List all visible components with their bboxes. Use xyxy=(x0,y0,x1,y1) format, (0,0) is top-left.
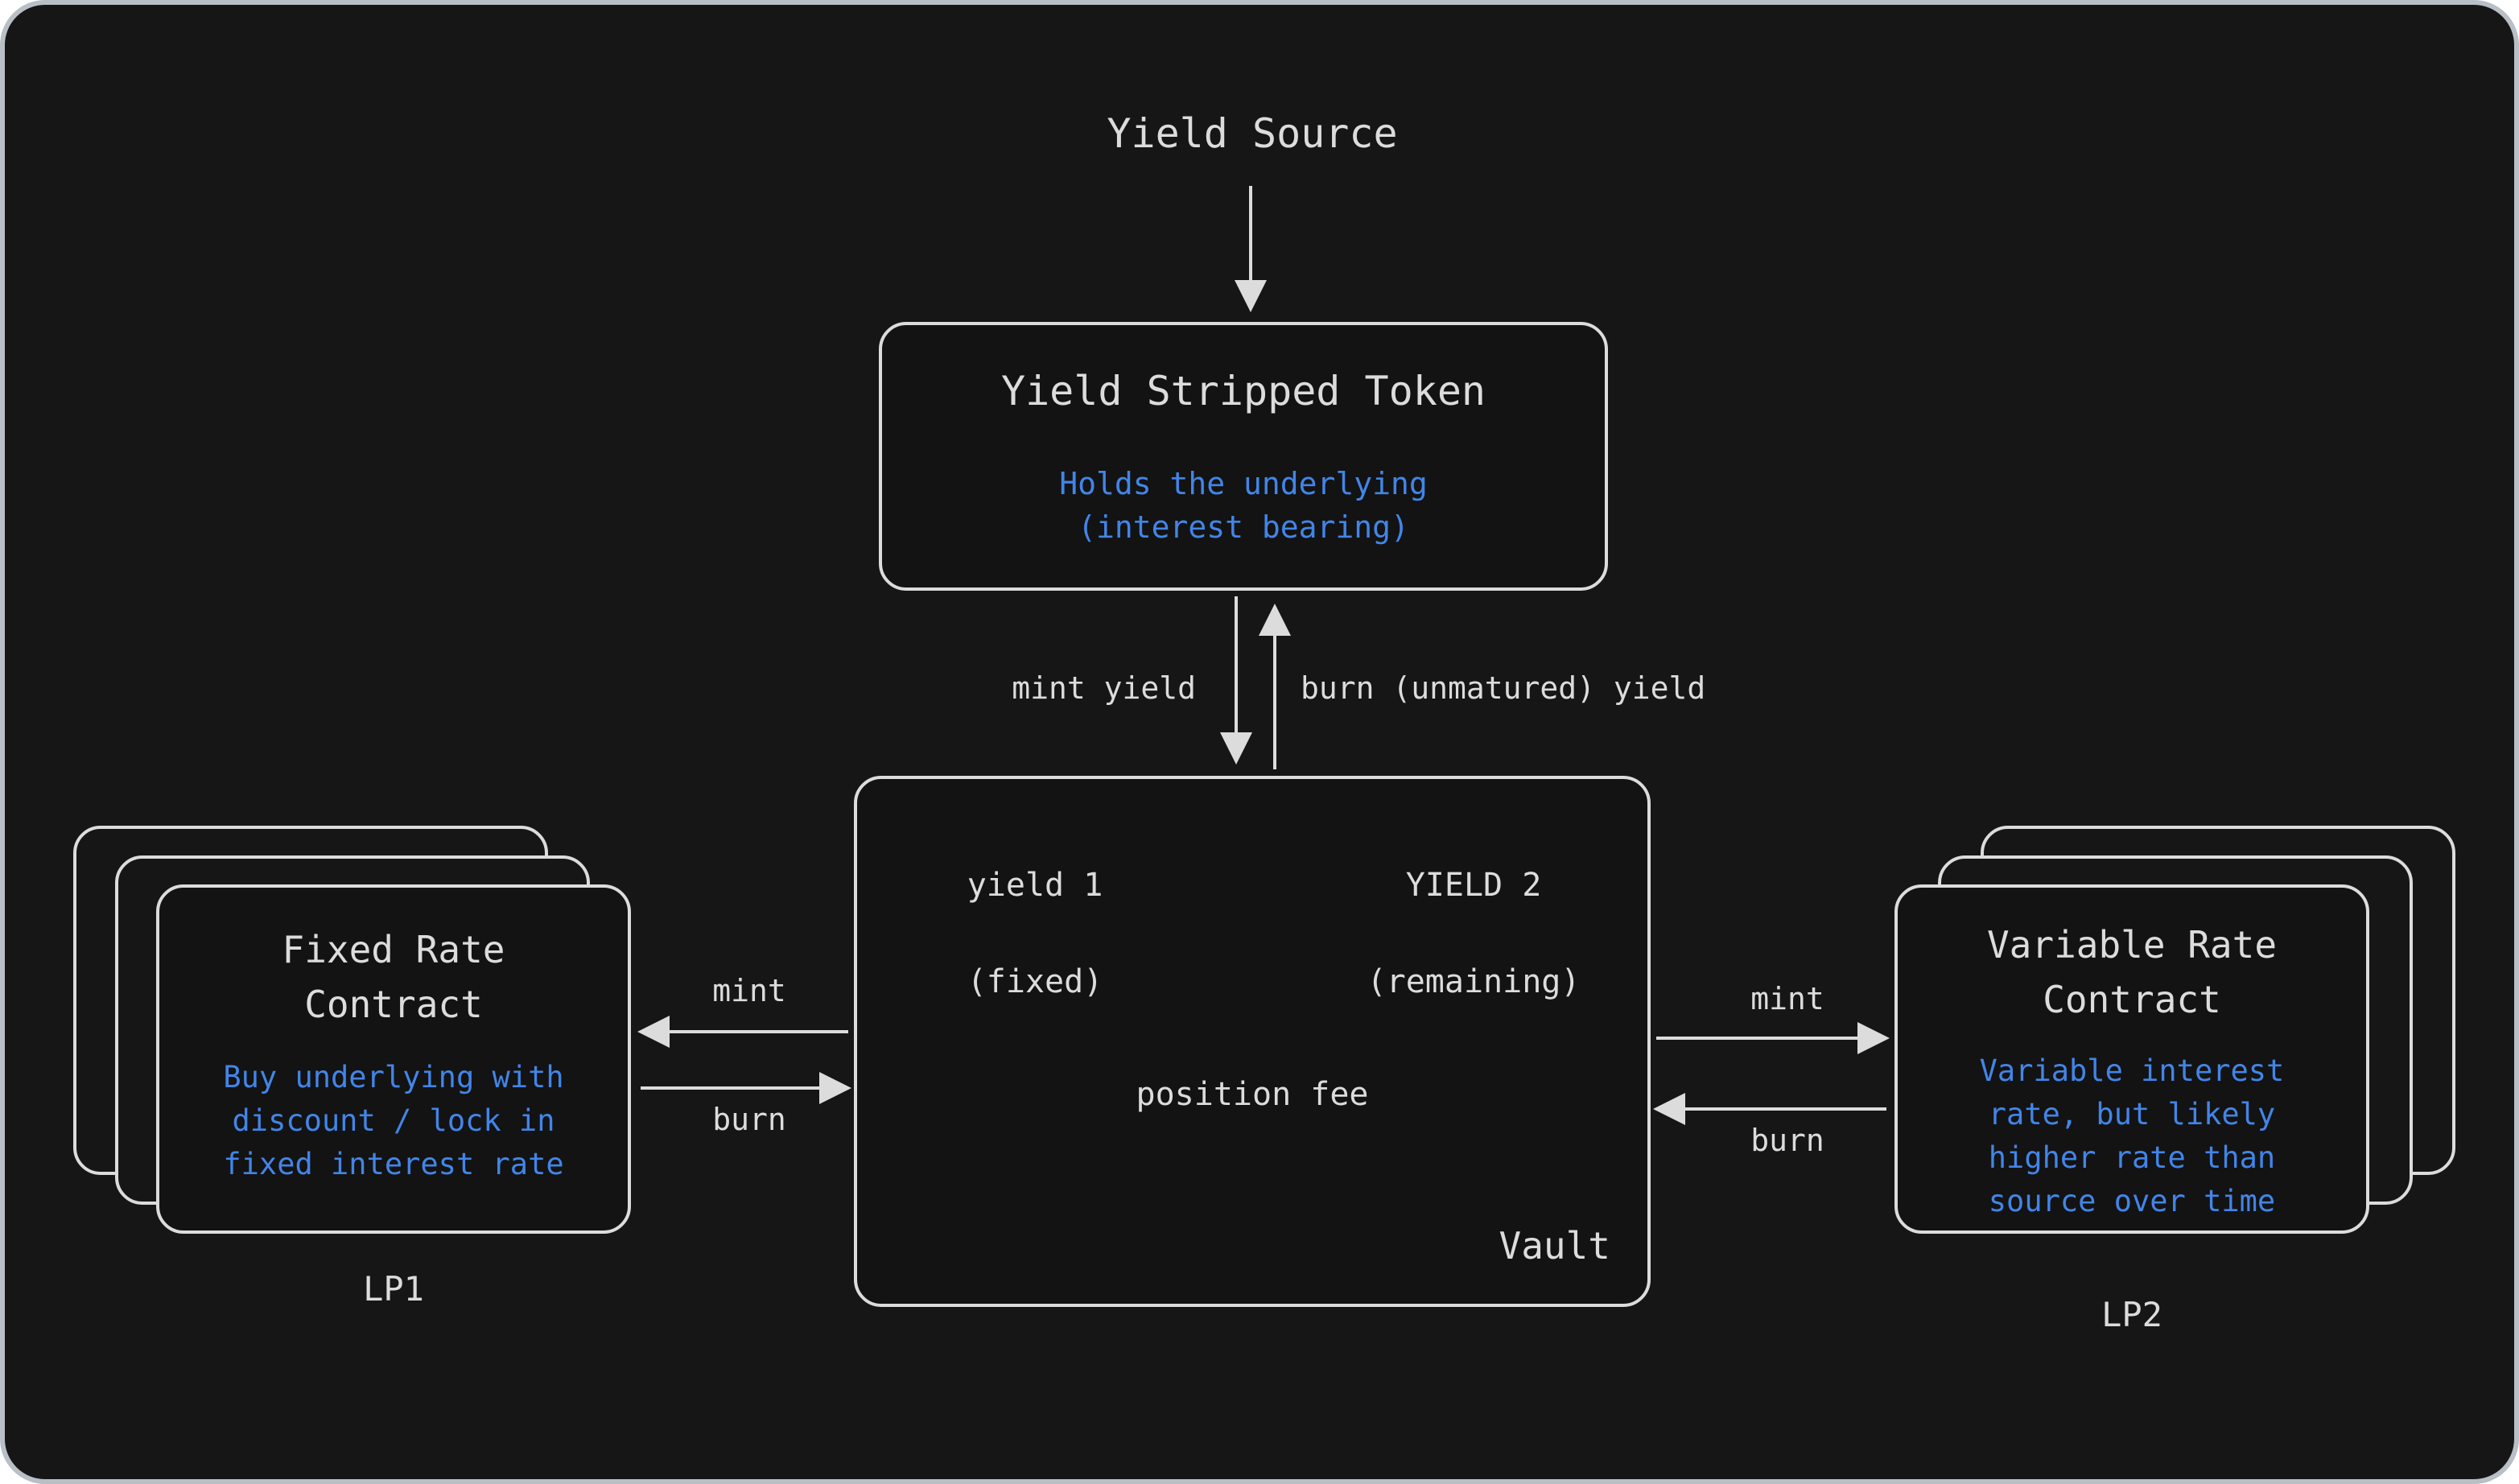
variable-rate-contract-stack-label: LP2 xyxy=(2101,1295,2162,1334)
edge-left-burn-label: burn xyxy=(712,1102,786,1137)
fixed-rate-contract-node[interactable] xyxy=(156,884,631,1234)
fixed-rate-contract-stack-label: LP1 xyxy=(363,1269,424,1309)
fixed-rate-contract-note-line3: fixed interest rate xyxy=(223,1147,564,1181)
variable-rate-contract-note-line1: Variable interest xyxy=(1979,1053,2285,1088)
variable-rate-contract-node[interactable] xyxy=(1894,884,2369,1234)
fixed-rate-contract-title-line2: Contract xyxy=(304,983,483,1026)
edge-mint-yield-label: mint yield xyxy=(1012,670,1196,706)
fixed-rate-contract-title-line1: Fixed Rate xyxy=(282,928,505,971)
yield-stripped-token-title: Yield Stripped Token xyxy=(1000,368,1486,414)
vault-yield2-label: YIELD 2 xyxy=(1405,867,1542,904)
yield-stripped-token-note-line1: Holds the underlying xyxy=(1059,466,1428,501)
vault-label: Vault xyxy=(1499,1224,1610,1268)
vault-node[interactable] xyxy=(854,776,1651,1307)
variable-rate-contract-note-line3: higher rate than xyxy=(1988,1140,2276,1175)
vault-yield1-sub: (fixed) xyxy=(967,963,1103,1000)
yield-stripped-token-note-line2: (interest bearing) xyxy=(1078,509,1409,545)
edge-left-mint-label: mint xyxy=(712,973,786,1008)
vault-yield1-label: yield 1 xyxy=(967,867,1103,904)
edge-burn-yield-label: burn (unmatured) yield xyxy=(1301,670,1706,706)
variable-rate-contract-note-line4: source over time xyxy=(1988,1184,2276,1218)
yield-source-label: Yield Source xyxy=(1107,110,1398,157)
vault-yield2-sub: (remaining) xyxy=(1367,963,1581,1000)
fixed-rate-contract-note-line2: discount / lock in xyxy=(232,1103,555,1138)
variable-rate-contract-title-line1: Variable Rate xyxy=(1986,923,2278,967)
variable-rate-contract-note-line2: rate, but likely xyxy=(1988,1097,2276,1132)
fixed-rate-contract-note-line1: Buy underlying with xyxy=(223,1060,564,1094)
vault-position-fee-label: position fee xyxy=(1136,1076,1369,1113)
edge-right-burn-label: burn xyxy=(1750,1123,1824,1158)
edge-right-mint-label: mint xyxy=(1750,981,1824,1016)
variable-rate-contract-title-line2: Contract xyxy=(2043,978,2221,1021)
yield-stripped-token-node[interactable] xyxy=(879,322,1608,591)
